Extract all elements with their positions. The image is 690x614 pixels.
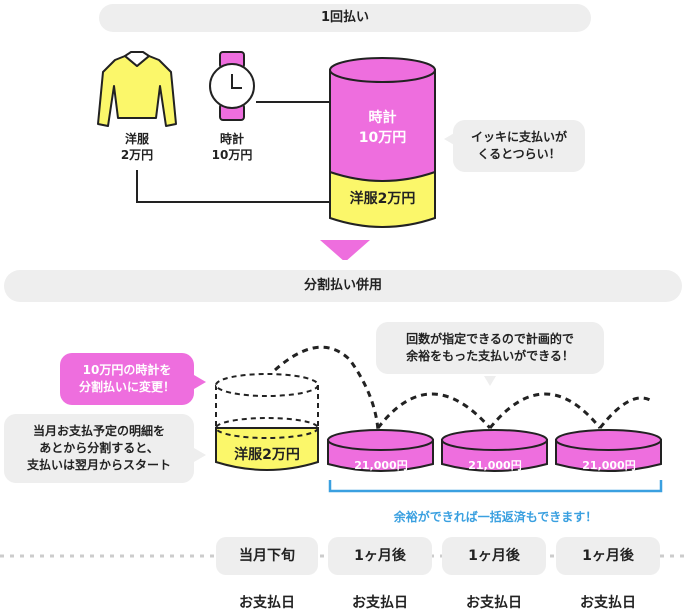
watch-price-label: 時計 10万円 [211, 132, 253, 162]
dashed-cylinder-mid [215, 417, 319, 439]
stack-clothes-label: 洋服2万円 [349, 191, 416, 207]
coin-2-label: 21,000円 [468, 459, 522, 472]
one-time-payment-banner: 1回払い [99, 4, 591, 32]
dashed-cylinder-top [215, 373, 319, 397]
dashed-cylinder-yellow [215, 427, 319, 471]
installment-title: 分割払い併用 [303, 278, 382, 293]
one-time-diagram [97, 51, 436, 260]
coin-1 [327, 429, 434, 472]
dashed-cylinder-label: 洋服2万円 [234, 447, 300, 463]
flexible-plan-bubble: 回数が指定できるので計画的で 余裕をもった支払いができる！ [376, 322, 604, 374]
stack-watch-segment [329, 69, 436, 182]
split-bubble-tail [194, 448, 206, 462]
down-arrow-icon [320, 240, 370, 260]
timeline-date-1: 当月下旬 [216, 537, 318, 575]
change-to-installment-bubble: 10万円の時計を 分割払いに変更！ [60, 353, 194, 405]
dashed-arc-3 [488, 392, 602, 429]
dashed-cylinder-body [215, 385, 319, 428]
coin-1-label: 21,000円 [354, 459, 408, 472]
payday-label-4: お支払日 [580, 595, 636, 611]
shirt-icon [97, 51, 177, 127]
lump-sum-note: 余裕ができれば一括返済もできます！ [393, 510, 598, 524]
payday-label-3: お支払日 [466, 595, 522, 611]
clothes-connector [136, 170, 330, 203]
dashed-arc-4 [598, 396, 651, 429]
timeline-date-2: 1ヶ月後 [328, 537, 432, 575]
one-time-payment-title: 1回払い [320, 10, 370, 25]
dashed-arc-2 [376, 392, 492, 429]
installment-banner: 分割払い併用 [4, 270, 682, 302]
payday-label-2: お支払日 [352, 595, 408, 611]
coin-3-label: 21,000円 [582, 459, 636, 472]
timeline-date-4: 1ヶ月後 [556, 537, 660, 575]
payday-label-1: お支払日 [239, 595, 295, 611]
timeline-date-3: 1ヶ月後 [442, 537, 546, 575]
hard-payment-bubble-tail [444, 132, 456, 146]
watch-icon [209, 51, 255, 121]
stack-clothes-segment [329, 171, 436, 228]
coin-3 [555, 429, 662, 472]
installment-diagram [0, 345, 690, 558]
change-bubble-tail [194, 375, 206, 389]
clothes-price-label: 洋服 2万円 [120, 132, 154, 162]
stack-top [329, 57, 436, 83]
plan-bubble-tail [484, 376, 496, 386]
hard-payment-bubble: イッキに支払いが くるとつらい！ [453, 120, 585, 172]
stack-watch-label: 時計 10万円 [358, 110, 407, 146]
coin-2 [441, 429, 548, 472]
repayment-bracket [328, 480, 663, 493]
split-later-bubble: 当月お支払予定の明細を あとから分割すると、 支払いは翌月からスタート [4, 414, 194, 483]
